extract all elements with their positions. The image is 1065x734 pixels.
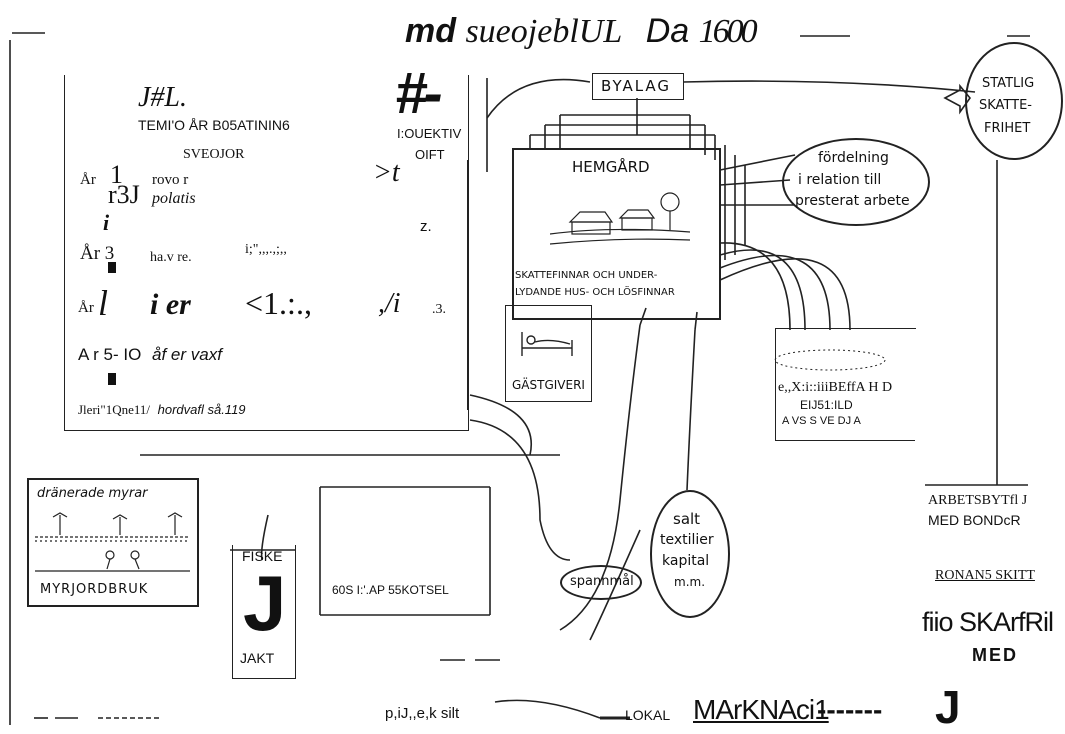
source-ref: hordvafl så.119 — [157, 402, 246, 417]
lokal-text: LOKAL — [625, 707, 671, 723]
row1-i: i — [103, 210, 110, 235]
field-line2: EIJ51:ILD — [800, 398, 853, 412]
row4-marker — [108, 373, 116, 385]
myr-bottom: MYRJORDBRUK — [40, 582, 149, 597]
row2-prefix: År 3 — [80, 243, 115, 264]
row2-marker — [108, 262, 116, 273]
markna-text: MArKNAci1 — [693, 694, 830, 725]
row1-tail: >t — [373, 157, 400, 188]
hemgard-title: HEMGÅRD — [572, 158, 650, 176]
statlig-oval — [965, 42, 1063, 160]
hash-line2: OIFT — [415, 147, 445, 162]
myr-box — [27, 478, 199, 607]
page-title: md sueojeblUL Da 1600 — [405, 12, 758, 51]
myr-top: dränerade myrar — [37, 486, 148, 501]
spannmal-label: spannmål — [570, 574, 634, 589]
statlig-line1: STATLIG — [982, 76, 1035, 91]
spannmal-oval — [560, 565, 642, 600]
row2-dots: i;",,,.,;,, — [245, 242, 287, 257]
hash-symbol: #- — [395, 61, 443, 126]
fiske-glyph: J — [243, 559, 287, 647]
row4: A r 5- IO åf er vaxf — [78, 345, 222, 365]
title-c: Da — [645, 12, 690, 50]
ronans-text: RONAN5 SKITT — [935, 568, 1035, 583]
fordelning-line2: i relation till — [798, 172, 882, 188]
panel-heading: J#L. — [138, 82, 187, 113]
title-b: sueojeblUL — [465, 13, 623, 50]
jakt-label: JAKT — [240, 650, 275, 666]
panel-source: Jleri"1Qne11/ hordvafl så.119 — [78, 402, 246, 418]
row1-num: 1 — [110, 160, 123, 189]
row3-slash: ,/i — [378, 288, 401, 319]
fiio-text: fiio SKArfRil — [922, 607, 1054, 637]
fordelning-line3: presterat arbete — [795, 193, 910, 209]
gastgiveri-box — [505, 305, 592, 402]
source-text: Jleri"1Qne11/ — [78, 402, 150, 417]
fiske-box — [232, 545, 296, 679]
panel-subheading: TEMI'O ÅR B05ATININ6 — [138, 117, 290, 133]
fordelning-line1: fördelning — [818, 150, 889, 166]
gastgiveri-label: GÄSTGIVERI — [512, 378, 585, 392]
byalag-box — [592, 73, 684, 100]
hash-line1: I:OUEKTIV — [397, 126, 462, 141]
title-a: md — [405, 12, 456, 50]
row1-item2: polatis — [152, 190, 196, 207]
statlig-line3: FRIHET — [984, 121, 1031, 136]
hemgard-caption1: SKATTEFINNAR OCH UNDER- — [515, 270, 658, 281]
field-bottom-line — [775, 440, 915, 441]
row3-num: .3. — [432, 302, 446, 317]
row3-mid: <1.:., — [245, 285, 312, 321]
med-text: MED — [972, 645, 1018, 665]
hemgard-box — [512, 148, 721, 320]
row3-l: l — [98, 283, 109, 323]
salt-line1: salt — [673, 510, 701, 528]
arbets-line2: MED BONDcR — [928, 512, 1021, 528]
bottom-left-text: p,iJ,,e,k silt — [385, 705, 459, 723]
row2-item: ha.v re. — [150, 250, 192, 265]
byalag-label: BYALAG — [601, 77, 672, 95]
row1-item: rovo r — [152, 172, 189, 188]
panel-right-edge — [467, 160, 469, 410]
row2-z: z. — [420, 218, 432, 235]
fiske-label: FISKE — [242, 548, 283, 564]
hemgard-caption2: LYDANDE HUS- OCH LÖSFINNAR — [515, 287, 675, 298]
title-d: 1600 — [698, 13, 758, 50]
row3-prefix: År — [78, 300, 94, 316]
bottom-left-a: p,iJ,,e,k silt — [385, 705, 460, 722]
field-line1: e,,X:i::iiiBEffA H D — [778, 380, 893, 395]
drained-bog-sketch — [35, 512, 190, 572]
statlig-line2: SKATTE- — [979, 98, 1032, 113]
box60s-text: 60S I:'.AP 55KOTSEL — [332, 583, 449, 597]
field-line3: A VS S VE DJ A — [782, 415, 861, 427]
salt-line2: textilier — [660, 532, 714, 548]
salt-line3: kapital — [662, 553, 710, 569]
arbets-line1: ARBETSBYTfl J — [928, 493, 1028, 508]
bed-icon — [521, 332, 573, 356]
farmhouse-sketch — [550, 192, 690, 245]
field-box — [775, 328, 916, 441]
fordelning-oval — [782, 138, 930, 226]
row1-prefix: År — [80, 172, 96, 188]
bottom-dash: ------- — [817, 694, 883, 725]
row4-item: åf er vaxf — [152, 345, 222, 364]
salt-oval — [650, 490, 730, 618]
row1-num2: r3J — [108, 180, 140, 209]
row3-item: i er — [150, 288, 191, 321]
salt-line4: m.m. — [674, 575, 706, 589]
bottom-j: J — [935, 681, 961, 733]
row4-years: A r 5- IO — [78, 345, 142, 364]
panel-label: SVEOJOR — [183, 147, 245, 162]
